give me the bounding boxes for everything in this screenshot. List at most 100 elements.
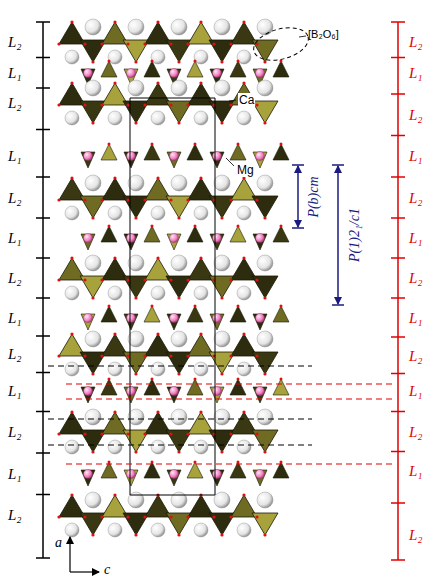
oxygen-atom [169,515,172,518]
mg-atom [170,314,179,323]
oxygen-atom [280,305,283,308]
scale-tick [391,373,405,375]
oxygen-atom [134,296,137,299]
layer-label: L₂ [8,424,22,441]
oxygen-atom [194,225,197,228]
oxygen-atom [194,378,197,381]
leader-line [226,158,234,166]
oxygen-atom [91,216,94,219]
borate-triangle [166,196,192,218]
scale-tick [36,297,50,299]
scale-tick [36,335,50,337]
oxygen-atom [194,305,197,308]
oxygen-atom [229,103,232,106]
oxygen-atom [255,354,258,357]
borate-triangle [80,352,106,374]
oxygen-atom [151,378,154,381]
oxygen-atom [280,60,283,63]
oxygen-atom [113,493,116,496]
layer-label: L₂ [8,34,22,51]
scale-tick [36,372,50,374]
scale-tick [36,411,50,413]
oxygen-atom [242,81,245,84]
scale-tick [36,129,50,131]
oxygen-atom [186,198,189,201]
borate-triangle [101,144,117,160]
ca-atom [85,331,101,347]
ca-atom [65,286,79,300]
borate-triangle [123,430,149,452]
borate-triangle [253,152,267,168]
layer-scale [397,22,399,560]
oxygen-atom [126,103,129,106]
mg-atom [127,234,136,243]
ca-atom [194,50,208,64]
layer-label: L₂ [8,95,22,112]
ca-atom [257,175,273,191]
boundary-dashed [48,419,312,420]
oxygen-atom [57,515,60,518]
oxygen-atom [177,372,180,375]
oxygen-atom [255,432,258,435]
range-arrow [337,166,339,304]
ca-atom [171,492,187,508]
oxygen-atom [126,42,129,45]
borate-triangle [124,387,138,403]
borate-triangle [80,40,106,62]
oxygen-atom [186,432,189,435]
ca-atom [151,206,165,220]
space-group-label: P(1)2₁/c1 [347,208,363,262]
mg-atom [170,387,179,396]
layer-label: L₂ [409,527,423,544]
unit-cell-edge [215,98,216,495]
oxygen-atom [108,225,111,228]
oxygen-atom [220,533,223,536]
ca-atom [108,286,122,300]
mg-atom [256,152,265,161]
ca-atom [257,331,273,347]
ca-atom [151,440,165,454]
oxygen-atom [143,354,146,357]
oxygen-atom [177,450,180,453]
borate-triangle [123,40,149,62]
oxygen-atom [134,372,137,375]
mg-atom [213,234,222,243]
oxygen-atom [237,143,240,146]
oxygen-atom [126,515,129,518]
mg-atom [84,470,93,479]
oxygen-atom [134,121,137,124]
layer-label: L₁ [409,310,423,327]
oxygen-atom [220,60,223,63]
oxygen-atom [83,515,86,518]
borate-triangle [124,470,138,486]
oxygen-atom [194,461,197,464]
layer-label: L₂ [409,348,423,365]
layer-label: L₁ [409,383,423,400]
oxygen-atom [194,60,197,63]
ca-atom [65,50,79,64]
mg-atom [256,234,265,243]
borate-triangle [210,314,224,330]
oxygen-atom [57,103,60,106]
layer-label: L₂ [8,190,22,207]
ca-atom [214,409,230,425]
oxygen-atom [177,121,180,124]
scale-tick [391,93,405,95]
layer-label: L₂ [409,190,423,207]
ca-atom [171,80,187,96]
group-label: [B₂O₆] [308,28,339,40]
borate-triangle [123,276,149,298]
oxygen-atom [113,20,116,23]
oxygen-atom [91,121,94,124]
mg-atom [213,152,222,161]
ca-atom [237,206,251,220]
scale-tick [391,257,405,259]
oxygen-atom [280,143,283,146]
layer-label: L₁ [409,65,423,82]
borate-triangle [187,226,203,242]
mg-atom [213,470,222,479]
oxygen-atom [220,216,223,219]
oxygen-atom [156,20,159,23]
borate-triangle [273,144,289,160]
oxygen-atom [83,278,86,281]
